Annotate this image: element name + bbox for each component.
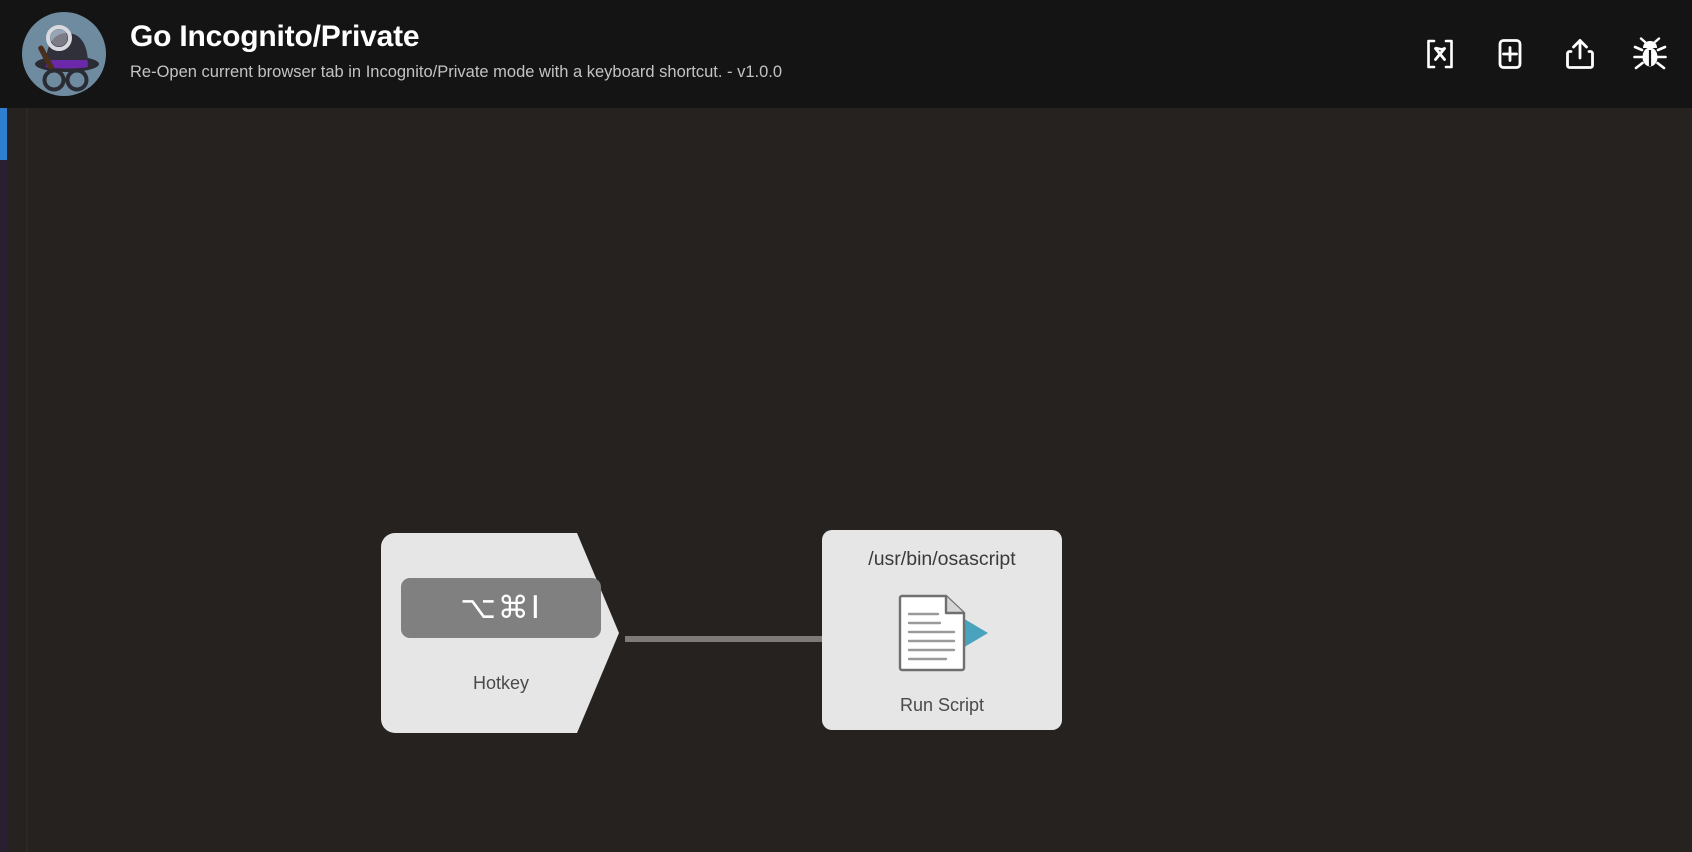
trigger-node-label: Hotkey (472, 673, 530, 693)
hotkey-keys-label: ⌥⌘I (460, 590, 542, 626)
gutter-divider (26, 108, 28, 852)
action-node-label: Run Script (899, 695, 985, 715)
header-toolbar (1422, 0, 1668, 108)
macro-flow-canvas[interactable]: ⌥⌘I Hotkey /usr/bin/osascript (0, 108, 1692, 852)
trigger-node-hotkey[interactable]: ⌥⌘I Hotkey (381, 533, 631, 733)
macro-header-text: Go Incognito/Private Re-Open current bro… (130, 18, 782, 84)
macro-description: Re-Open current browser tab in Incognito… (130, 63, 783, 81)
share-export-icon[interactable] (1562, 35, 1598, 73)
left-gutter (0, 160, 7, 852)
debug-bug-icon[interactable] (1632, 35, 1668, 73)
script-path-label: /usr/bin/osascript (868, 548, 1016, 570)
variables-icon[interactable] (1422, 35, 1458, 73)
macro-header-bar: Go Incognito/Private Re-Open current bro… (0, 0, 1692, 108)
action-node-run-script[interactable]: /usr/bin/osascript (822, 530, 1062, 730)
add-action-icon[interactable] (1492, 35, 1528, 73)
node-connector (625, 636, 823, 642)
page-title: Go Incognito/Private (130, 20, 420, 53)
window-accent-strip (0, 108, 7, 160)
hotkey-key-badge[interactable]: ⌥⌘I (401, 578, 601, 638)
script-document-play-icon (822, 588, 1062, 678)
incognito-detective-icon (20, 10, 108, 98)
